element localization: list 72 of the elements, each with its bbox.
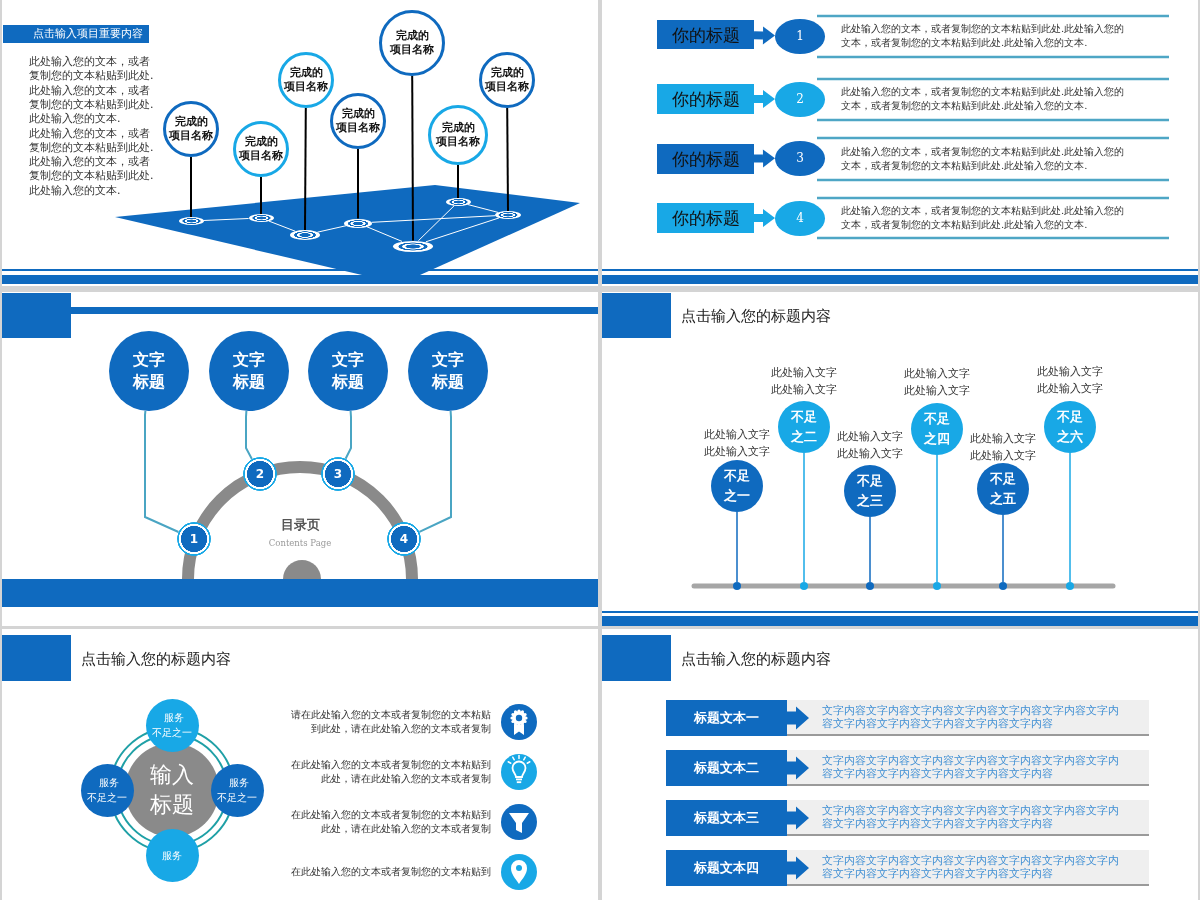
stem-line [190,156,192,218]
network-line [202,218,250,221]
text-panel: 文字内容文字内容文字内容文字内容文字内容文字内容文字内容文字内容文字内容文字内容文字内容文字内容 [787,800,1149,836]
stem-line [411,75,414,242]
stem-line [936,454,938,583]
arrow [754,90,775,108]
ring-marker [393,240,433,252]
ring-marker [290,230,320,240]
caption-text: 此处输入文字此处输入文字 [969,431,1037,464]
connector-line [344,409,352,460]
stem-line [803,452,805,583]
stem-line [357,148,359,220]
timeline-dot [800,582,808,590]
caption-text: 此处输入文字此处输入文字 [770,365,838,398]
network-line [371,215,496,223]
title-box: 你的标题 [657,84,754,114]
arrow [753,26,775,45]
body-text: 在此处输入您的文本或者复制您的文本粘贴到 [290,865,491,879]
timeline-dot [733,582,741,590]
paragraph: 此处输入您的文本，或者复制您的文本粘贴到此处.此处输入您的文本，或者复制您的文本粘贴到此处.此处输入您的文本. [29,126,155,198]
timeline-dot [933,582,941,590]
stem-line [1069,452,1071,583]
ring-marker [445,198,471,206]
connector-line [245,409,253,460]
ring-marker [248,214,274,222]
stem-line [260,176,262,215]
caption-text: 此处输入文字此处输入文字 [903,366,971,399]
paragraph: 此处输入您的文本，或者复制您的文本粘贴到此处.此处输入您的文本，或者复制您的文本粘贴到此处.此处输入您的文本. [29,55,155,127]
body-text: 请在此处输入您的文本或者复制您的文本粘贴到此处，请在此处输入您的文本或者复制 [290,708,491,736]
caption-text: 此处输入文字此处输入文字 [703,427,771,460]
caption-text: 此处输入文字此处输入文字 [1036,364,1104,397]
network-line [268,220,296,232]
stem-line [304,107,307,231]
body-text: 在此处输入您的文本或者复制您的文本粘贴到此处，请在此处输入您的文本或者复制 [290,758,491,786]
title-box: 你的标题 [657,144,754,174]
text-panel: 文字内容文字内容文字内容文字内容文字内容文字内容文字内容文字内容文字内容文字内容文字内容文字内容 [787,750,1149,786]
arrow [754,209,775,227]
timeline-dot [1066,582,1074,590]
text-panel: 文字内容文字内容文字内容文字内容文字内容文字内容文字内容文字内容文字内容文字内容文字内容文字内容 [787,700,1149,736]
body-text: 此处输入您的文本，或者复制您的文本粘贴到此处.此处输入您的文本，或者复制您的文本粘贴到此处.此处输入您的文本. [841,85,1126,113]
network-line [366,226,403,242]
timeline-dot [999,582,1007,590]
body-text: 在此处输入您的文本或者复制您的文本粘贴到此处，请在此处输入您的文本或者复制 [290,808,491,836]
slide-title: 点击输入您的标题内容 [681,650,831,669]
body-text: 此处输入您的文本，或者复制您的文本粘贴到此处.此处输入您的文本，或者复制您的文本粘贴到此处.此处输入您的文本. [841,145,1126,173]
arrow [753,149,775,168]
subtitle-text: Contents Page [268,537,332,549]
network-line [467,204,499,213]
stem-line [1002,514,1004,583]
body-text: 此处输入您的文本，或者复制您的文本粘贴到此处.此处输入您的文本，或者复制您的文本粘贴到此处.此处输入您的文本. [841,22,1126,50]
connector-line [418,409,452,533]
stem-line [506,107,509,212]
title-box: 你的标题 [657,20,754,49]
title-box: 你的标题 [657,203,754,233]
network-line [417,205,455,242]
timeline-dot [866,582,874,590]
slide-title: 点击输入您的标题内容 [681,307,831,326]
heading-text: 目录页 [280,516,320,534]
stem-line [869,516,871,583]
stem-line [457,164,459,199]
caption-text: 此处输入文字此处输入文字 [836,429,904,462]
stem-line [736,511,738,583]
network-line [316,225,348,233]
connector-line [144,409,180,533]
slide-title: 点击输入您的标题内容 [81,650,231,669]
network-line [425,217,500,243]
ring-marker [495,211,521,219]
ring-marker [178,217,204,225]
text-panel: 文字内容文字内容文字内容文字内容文字内容文字内容文字内容文字内容文字内容文字内容文字内容文字内容 [787,850,1149,886]
body-text: 此处输入您的文本，或者复制您的文本粘贴到此处.此处输入您的文本，或者复制您的文本粘贴到此处.此处输入您的文本. [841,204,1126,232]
ring-marker [344,218,372,228]
header-bar: 点击输入项目重要内容 [3,25,149,43]
